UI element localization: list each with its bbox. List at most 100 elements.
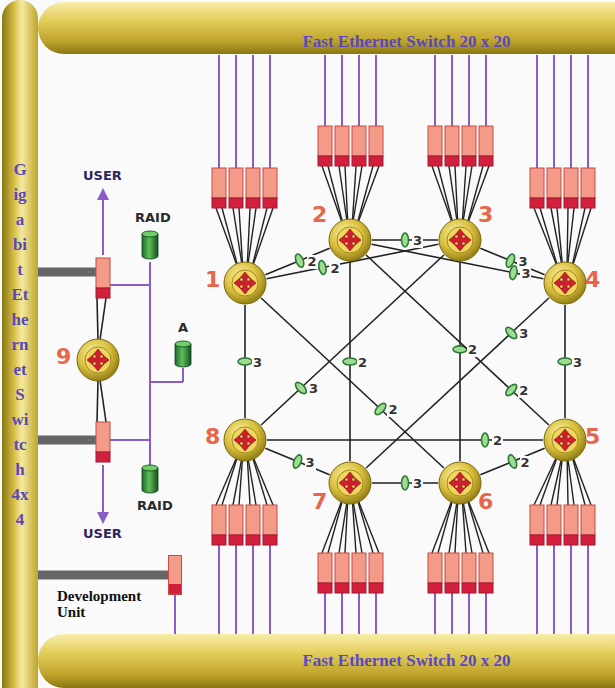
router-face [232, 427, 258, 453]
port-module [335, 156, 349, 166]
port-module [530, 198, 544, 208]
link-line [366, 298, 549, 468]
link-count: 3 [412, 234, 423, 248]
port-module [318, 126, 332, 156]
link-bundle-ring [373, 401, 388, 416]
link-line [265, 248, 329, 274]
link-bundle-ring [318, 260, 328, 275]
switch-wire [358, 55, 360, 126]
fan-wire [356, 166, 379, 228]
fan-wire [540, 208, 559, 271]
disk-icon [141, 230, 159, 260]
port-module [581, 535, 595, 545]
fan-wire [557, 208, 563, 271]
router-icon [223, 418, 267, 462]
fan-wire [216, 452, 239, 505]
switch-wire [434, 55, 436, 126]
port-module [96, 452, 110, 462]
switch-wire [341, 593, 343, 634]
router-arrows [449, 472, 471, 494]
port-module [96, 258, 110, 288]
gigabit-pipe [38, 268, 96, 277]
port-module [352, 156, 366, 166]
port-module [212, 505, 226, 535]
link-count: 3 [520, 267, 531, 281]
port-module [352, 583, 366, 593]
router-face [232, 270, 258, 296]
port-module [263, 505, 277, 535]
port-module [335, 126, 349, 156]
fan-wire [438, 166, 454, 228]
router-face [447, 470, 473, 496]
port-module [479, 156, 493, 166]
link-bundle-ring [482, 433, 489, 447]
fan-wire [100, 380, 106, 422]
disk-body [175, 344, 191, 367]
link-bundle-ring [292, 454, 304, 470]
link-line [459, 262, 461, 461]
router-face [337, 227, 363, 253]
fan-wire [571, 208, 585, 271]
fan-wire [339, 166, 348, 228]
port-module [445, 126, 459, 156]
router-node: 1 [223, 261, 267, 305]
router-face [552, 427, 578, 453]
port-module [229, 505, 243, 535]
fan-wire [251, 452, 273, 505]
port-module [96, 288, 110, 298]
link-count: 2 [387, 403, 398, 417]
fan-wire [239, 208, 243, 271]
port-module [229, 168, 243, 198]
switch-wire [434, 593, 436, 634]
port-module [352, 553, 366, 583]
router-node: 6 [438, 461, 482, 505]
link-count: 2 [492, 434, 503, 448]
disk-icon [141, 464, 159, 494]
development-unit: Development Unit [168, 555, 182, 595]
router-node: 7 [328, 461, 372, 505]
port-module [530, 168, 544, 198]
disk-top [175, 341, 191, 347]
switch-label: Fast Ethernet Switch 20 x 20 [302, 32, 510, 52]
port-module [564, 505, 578, 535]
switch-wire [536, 545, 538, 634]
fan-wire [540, 452, 559, 505]
port-module [547, 535, 561, 545]
link-line [265, 448, 329, 474]
router-icon [438, 218, 482, 262]
user-wire [102, 196, 104, 255]
gigabit-pipe [38, 571, 168, 580]
fan-wire [571, 208, 591, 271]
router-body [224, 419, 266, 461]
user-label: USER [83, 168, 122, 183]
fan-wire [571, 452, 591, 505]
link-bundle-ring [504, 325, 519, 340]
router-body [439, 462, 481, 504]
port-module [445, 156, 459, 166]
router-icon [328, 461, 372, 505]
switch-wire [485, 593, 487, 634]
fan-wire [356, 166, 373, 228]
router-node: 8 [223, 418, 267, 462]
router-arrows [339, 472, 361, 494]
fan-wire [534, 452, 559, 505]
disk-top [142, 231, 158, 237]
switch-wire [269, 545, 271, 634]
fan-wire [438, 495, 454, 553]
port-module [246, 505, 260, 535]
port-module [564, 198, 578, 208]
link-bundle-ring [238, 358, 252, 365]
switch-wire [451, 55, 453, 126]
router-body [224, 262, 266, 304]
port-module [428, 583, 442, 593]
router-body [329, 462, 371, 504]
port-module [229, 535, 243, 545]
port-module [547, 505, 561, 535]
switch-bar: Fast Ethernet Switch 20 x 20 [38, 634, 615, 688]
router-icon [438, 461, 482, 505]
link-bundle-ring [294, 380, 309, 395]
switch-wire [358, 593, 360, 634]
router-body [544, 419, 586, 461]
switch-wire [174, 595, 176, 634]
